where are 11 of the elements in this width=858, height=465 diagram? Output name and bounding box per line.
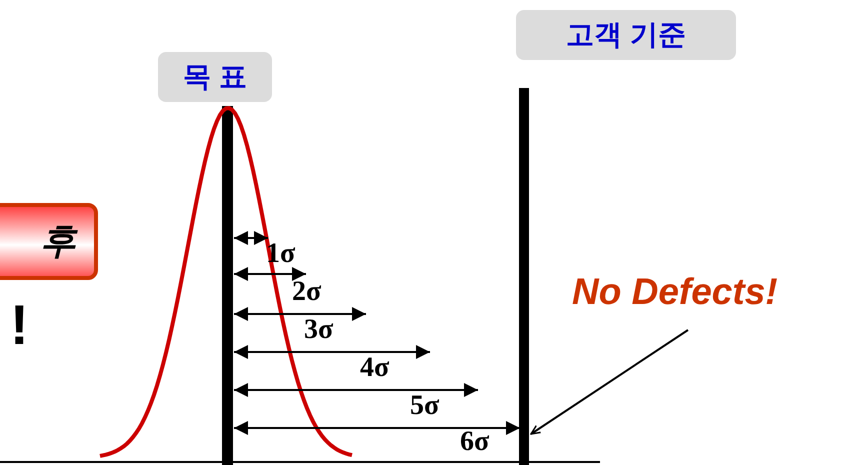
customer-spec-tag: 고객 기준 — [516, 10, 736, 60]
leader-arrow — [530, 329, 689, 435]
sigma-label: 5σ — [410, 392, 440, 420]
callout-text: No Defects! — [572, 266, 844, 318]
exclamation-mark: ! — [10, 295, 29, 355]
sigma-label: 2σ — [292, 278, 322, 306]
result-box: 후 — [0, 203, 98, 280]
sigma-label: 3σ — [304, 316, 334, 344]
target-tag: 목 표 — [158, 52, 272, 102]
sigma-label: 4σ — [360, 354, 390, 382]
sigma-label: 6σ — [460, 428, 490, 456]
